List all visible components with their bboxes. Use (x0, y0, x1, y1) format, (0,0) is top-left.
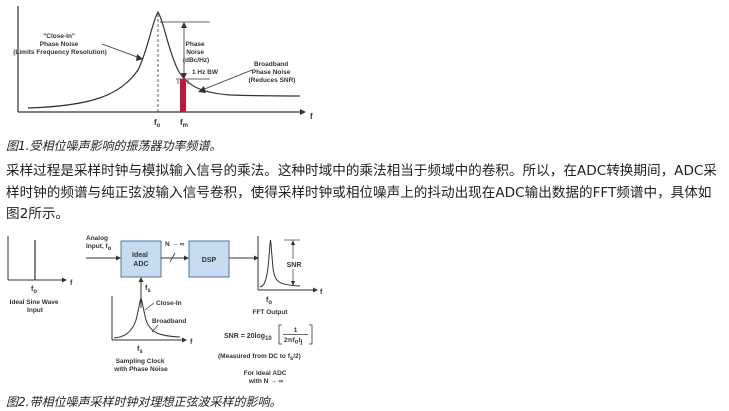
f1-close-in-label: "Close-In" Phase Noise (Limits Frequency… (13, 33, 107, 56)
f2-broadband-label: Broadband (152, 318, 186, 325)
f2-adc-label: Ideal ADC (132, 252, 150, 268)
f2-fft-spectrum (259, 239, 301, 288)
f2-sampling-clock-label: Sampling Clock with Phase Noise (113, 358, 168, 373)
f1-broadband-arrow (201, 69, 253, 91)
f1-fm-label: fm (180, 118, 188, 129)
f2-fft-axis-f: f (320, 289, 323, 296)
f1-broadband-label: Broadband Phase Noise (Reduces SNR) (249, 61, 296, 84)
f2-snr-label-bg (284, 259, 304, 269)
f2-snr-arrow-up (291, 240, 295, 245)
f1-f0-label: fo (154, 118, 161, 129)
f2-sine-axis-f: f (70, 280, 73, 287)
f1-fm-bar (180, 79, 186, 112)
f2-clock-axis-f: f (190, 339, 193, 346)
f2-fft-axis-arrow (313, 287, 318, 293)
f1-phase-noise-label: Phase Noise (dBc/Hz) (183, 41, 209, 64)
figure-1-caption: 图1.受相位噪声影响的振荡器功率频谱。 (6, 139, 222, 153)
figure-2-sampling-diagram: f fo Ideal Sine Wave Input Analog Input,… (7, 235, 323, 385)
f2-broadband-pointer (151, 324, 159, 333)
f2-bus-slash (169, 252, 176, 263)
f1-pn-arrow-up (181, 22, 187, 28)
f2-n-label: N → ∞ (165, 241, 185, 248)
f2-clock-axis-arrow (182, 337, 187, 343)
f2-dsp-label: DSP (202, 257, 217, 264)
f2-ideal-sine-label: Ideal Sine Wave Input (10, 299, 61, 314)
f2-close-in-label: Close-In (156, 300, 182, 307)
f2-dsp-box (188, 240, 230, 278)
f2-frac-den: 2πfotj (284, 337, 303, 346)
f1-bw-label: 1 Hz BW (192, 69, 219, 76)
f2-fft-f0-label: fo (266, 297, 272, 306)
f2-bracket-left (278, 324, 282, 345)
f1-pn-arrow-down (181, 73, 187, 79)
f2-sine-f0-label: fo (31, 286, 37, 295)
f2-adc-box (120, 240, 162, 278)
f2-sine-axis-arrow (62, 277, 67, 283)
f2-fs-arrowhead (138, 277, 144, 282)
f1-broadband-arrowhead (198, 86, 206, 93)
f2-clock-fs-label: fs (137, 346, 143, 355)
f2-snr-arrow-down (291, 281, 295, 286)
f1-close-in-arrowhead (136, 54, 143, 61)
f2-close-in-pointer (144, 302, 155, 311)
f1-x-arrow (300, 109, 306, 115)
f2-bus-arrowhead (184, 255, 189, 261)
f2-input-arrowhead (116, 255, 121, 261)
figure-1-oscillator-spectrum: f fo fm 1 Hz BW Phase Noise (dBc/Hz) "Cl… (13, 6, 313, 129)
f2-dsp-out-arrowhead (254, 255, 259, 261)
f2-snr-formula: SNR = 20log10 (224, 333, 272, 342)
f2-bracket-right (309, 324, 313, 345)
f2-analog-input-label: Analog Input, fo (86, 235, 112, 252)
f2-frac-num: 1 (294, 327, 298, 334)
f2-fft-output-label: FFT Output (252, 309, 288, 316)
f2-measured-label: (Measured from DC to fs/2) (218, 353, 301, 362)
f2-for-ideal-label: For Ideal ADC with N → ∞ (244, 370, 289, 385)
figure-2-caption: 图2.带相位噪声采样时钟对理想正弦波采样的影响。 (6, 395, 282, 409)
f1-close-in-arrow (101, 43, 141, 59)
body-paragraph: 采样过程是采样时钟与模拟输入信号的乘法。这种时域中的乘法相当于频域中的卷积。所以… (6, 163, 718, 222)
f2-snr-label: SNR (287, 262, 302, 269)
f2-fs-label: fs (145, 285, 151, 294)
f1-axis-f: f (310, 112, 313, 121)
f1-spectrum-curve (27, 10, 301, 109)
f2-clock-spectrum (113, 296, 181, 339)
